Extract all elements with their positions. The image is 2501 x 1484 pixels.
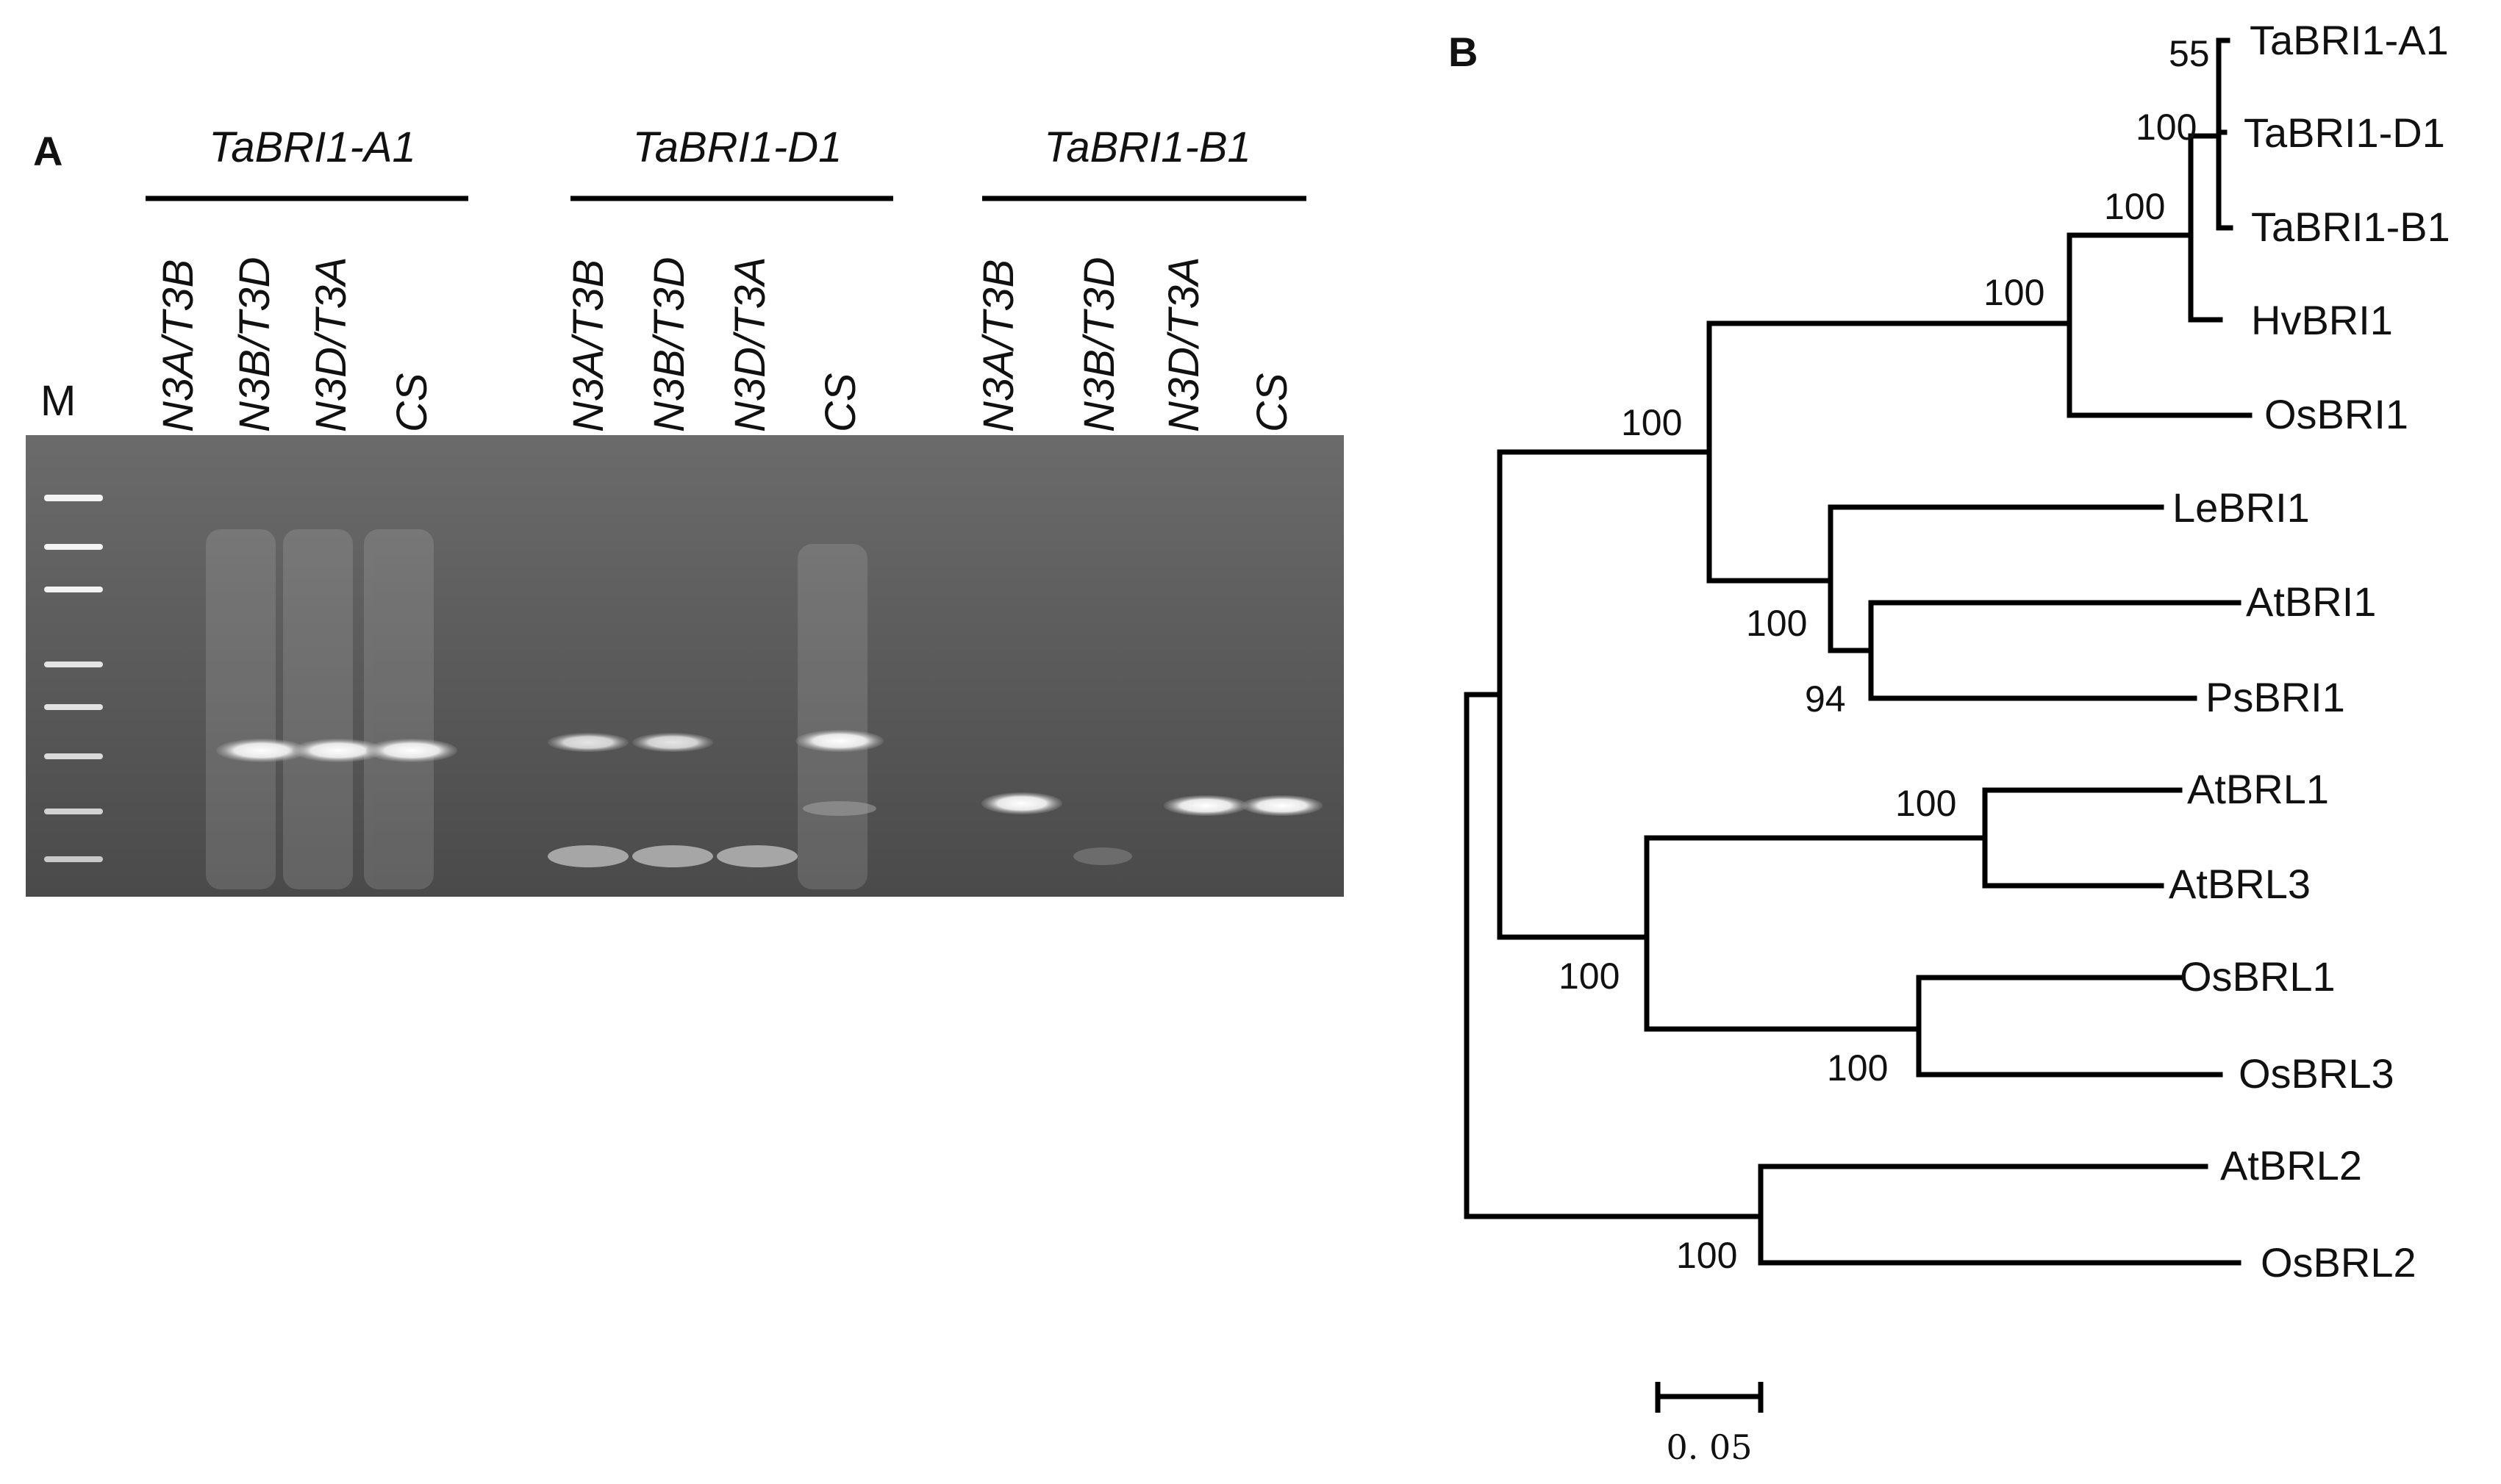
bootstrap-value: 100 <box>1559 956 1620 997</box>
scale-bar: 0. 05 <box>1655 1382 1764 1467</box>
scale-bar-label: 0. 05 <box>1666 1427 1752 1467</box>
lane-label: N3A/T3B <box>975 259 1023 432</box>
taxon-label: TaBRI1-B1 <box>2251 204 2450 250</box>
taxon-label: AtBRL2 <box>2220 1142 2362 1189</box>
lane-label: N3B/T3D <box>231 257 279 432</box>
lane-label: N3D/T3A <box>307 257 355 432</box>
lane-label: CS <box>388 373 436 432</box>
taxon-label: OsBRL1 <box>2180 953 2336 1000</box>
marker-label: M <box>40 377 76 425</box>
ladder <box>44 495 103 862</box>
bands <box>216 730 1323 867</box>
bootstrap-value: 100 <box>1746 603 1807 644</box>
gene-header-3: TaBRI1-B1 <box>982 123 1306 201</box>
taxon-label: OsBRI1 <box>2264 391 2408 437</box>
lane-label: N3B/T3D <box>1076 257 1123 432</box>
gene-label: TaBRI1-A1 <box>209 123 416 171</box>
lane-label: N3D/T3A <box>726 257 774 432</box>
bootstrap-value: 100 <box>2104 186 2165 227</box>
lane-label: N3B/T3D <box>645 257 693 432</box>
taxon-label: TaBRI1-D1 <box>2244 110 2445 156</box>
bootstrap-value: 100 <box>1983 272 2044 313</box>
taxon-label: AtBRL3 <box>2169 861 2311 907</box>
bootstrap-value: 94 <box>1805 678 1846 720</box>
panel-b-letter: B <box>1448 29 1478 75</box>
lane-labels: N3A/T3B N3B/T3D N3D/T3A CS N3A/T3B N3B/T… <box>154 257 1296 432</box>
taxon-label: HvBRI1 <box>2251 297 2393 343</box>
lane-label: CS <box>1248 373 1296 432</box>
taxon-label: TaBRI1-A1 <box>2250 17 2449 63</box>
bootstrap-value: 100 <box>1895 783 1956 824</box>
lane-label: N3A/T3B <box>154 259 202 432</box>
bootstrap-value: 100 <box>1621 402 1682 443</box>
lane-label: N3A/T3B <box>565 259 612 432</box>
gel-image <box>26 435 1344 897</box>
bootstrap-values: 55 100 100 100 100 100 94 100 100 100 10… <box>1559 33 2210 1276</box>
lane-label: CS <box>817 373 865 432</box>
phylogenetic-tree <box>1464 37 2253 1266</box>
bootstrap-value: 100 <box>2136 107 2197 148</box>
taxon-label: LeBRI1 <box>2172 484 2310 531</box>
taxon-label: AtBRI1 <box>2246 578 2376 625</box>
panel-a-letter: A <box>33 128 62 174</box>
gene-label: TaBRI1-B1 <box>1044 123 1251 171</box>
taxon-label: AtBRL1 <box>2187 766 2329 812</box>
gene-header-2: TaBRI1-D1 <box>570 123 893 201</box>
panel-b: B <box>1448 17 2450 1467</box>
gene-header-1: TaBRI1-A1 <box>146 123 468 201</box>
lane-label: N3D/T3A <box>1160 257 1208 432</box>
taxon-label: PsBRI1 <box>2205 674 2345 720</box>
bootstrap-value: 100 <box>1827 1047 1888 1089</box>
panel-a: A TaBRI1-A1 TaBRI1-D1 TaBRI1-B1 N3A/T3B … <box>26 123 1344 897</box>
bootstrap-value: 100 <box>1676 1235 1737 1276</box>
bootstrap-value: 55 <box>2169 33 2210 74</box>
taxon-label: OsBRL2 <box>2261 1239 2416 1286</box>
taxon-labels: TaBRI1-A1 TaBRI1-D1 TaBRI1-B1 HvBRI1 OsB… <box>2169 17 2450 1286</box>
taxon-label: OsBRL3 <box>2239 1050 2394 1097</box>
gene-label: TaBRI1-D1 <box>633 123 842 171</box>
